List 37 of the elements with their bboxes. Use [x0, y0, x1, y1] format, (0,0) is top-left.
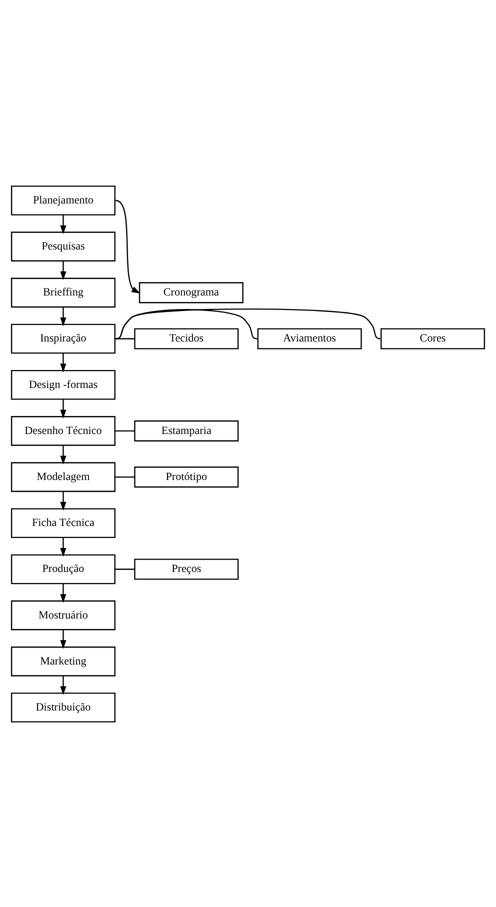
arrow	[60, 398, 66, 418]
node-box: Estamparia	[134, 420, 239, 441]
node-box: Pesquisas	[10, 231, 116, 261]
arrow	[60, 306, 66, 326]
node-box: Planejamento	[10, 185, 116, 215]
arrow	[60, 260, 66, 280]
arrow	[60, 583, 66, 602]
node-box: Design -formas	[10, 369, 116, 400]
node-box: Distribuição	[10, 692, 116, 722]
node-box: Protótipo	[134, 466, 239, 488]
node-box: Desenho Técnico	[10, 416, 116, 446]
connector	[116, 308, 258, 339]
arrow	[60, 490, 66, 510]
node-box: Preços	[134, 558, 239, 580]
node-box: Aviamentos	[257, 328, 362, 349]
arrow	[60, 352, 66, 372]
node-box: Brieffing	[10, 277, 116, 308]
node-box: Mostruário	[10, 600, 116, 630]
connector	[114, 430, 135, 432]
node-box: Ficha Técnica	[10, 508, 116, 538]
node-box: Modelagem	[10, 462, 116, 492]
connector	[114, 568, 135, 570]
arrow	[115, 199, 140, 294]
node-box: Cronograma	[138, 282, 244, 303]
node-box: Marketing	[10, 646, 116, 676]
node-box: Tecidos	[134, 328, 239, 349]
arrow	[60, 629, 66, 648]
node-box: Produção	[10, 554, 116, 584]
arrow	[60, 537, 66, 556]
arrow	[60, 214, 66, 234]
connector	[114, 338, 135, 339]
node-box: Inspiração	[10, 323, 116, 354]
arrow	[60, 444, 66, 464]
arrow	[60, 675, 66, 695]
connector	[116, 308, 380, 339]
node-box: Cores	[380, 328, 486, 349]
connector	[114, 476, 135, 478]
